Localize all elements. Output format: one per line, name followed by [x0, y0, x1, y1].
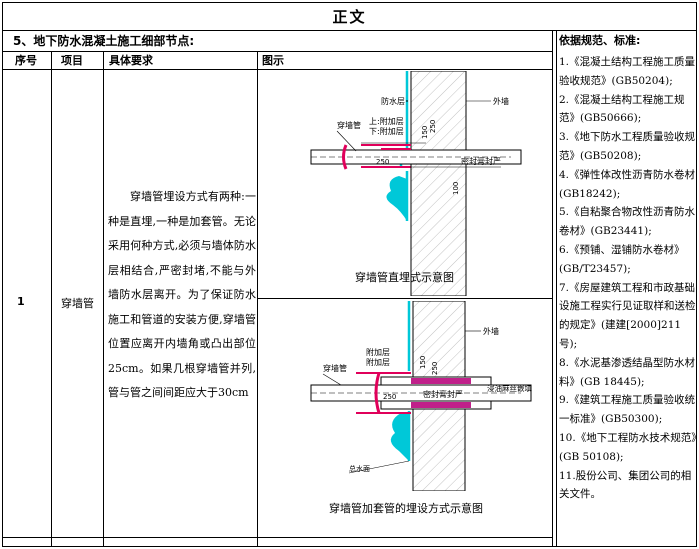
col-header-no: 序号: [15, 54, 37, 67]
divider: [51, 51, 52, 547]
standard-item: 1.《混凝土结构工程施工质量验收规范》(GB50204);: [559, 56, 696, 87]
label-pipe: 穿墙管: [323, 363, 347, 373]
requirement-text: 穿墙管埋设方式有两种:一种是直埋,一种是加套管。无论采用何种方式,必须与墙体防水…: [108, 190, 256, 399]
label-outer-wall: 外墙: [483, 326, 499, 336]
label-d250v: 250: [431, 362, 439, 375]
label-pipe: 穿墙管: [337, 120, 361, 130]
label-sealant: 密封膏封严: [461, 156, 501, 166]
standard-item: 6.《预铺、湿铺防水卷材》(GB/T23457);: [559, 243, 685, 275]
divider: [3, 69, 552, 70]
label-d250v: 250: [429, 120, 437, 133]
figure2-caption: 穿墙管加套管的埋设方式示意图: [329, 502, 483, 515]
page-title: 正文: [3, 3, 696, 31]
divider: [257, 298, 552, 299]
divider: [3, 51, 552, 52]
standard-item: 3.《地下防水工程质量验收规范》(GB50208);: [559, 131, 696, 162]
section-title: 5、地下防水混凝土施工细部节点:: [13, 34, 195, 48]
water-zone: [386, 176, 407, 221]
row-number: 1: [17, 295, 25, 308]
col-header-item: 项目: [61, 54, 83, 67]
standard-item: 2.《混凝土结构工程施工规范》(GB50666);: [559, 93, 685, 125]
label-d250: 250: [383, 393, 396, 401]
col-header-req: 具体要求: [109, 54, 153, 67]
label-d250: 250: [376, 158, 389, 166]
label-d150: 150: [421, 126, 429, 139]
label-waterproof: 防水层: [381, 96, 405, 106]
water-zone: [390, 413, 409, 461]
label-lower-add: 下:附加层: [369, 126, 404, 136]
sealant: [342, 144, 348, 170]
standard-item: 5.《自粘聚合物改性沥青防水卷材》(GB23441);: [559, 206, 696, 238]
packing-fill: [411, 402, 471, 408]
label-add1: 附加层: [366, 347, 390, 357]
direct-burial-diagram: 防水层 外墙 穿墙管 上:附加层 下:附加层 150 250 250 密封膏封严…: [310, 71, 522, 296]
label-outer-wall: 外墙: [493, 96, 509, 106]
row-item: 穿墙管: [61, 297, 94, 310]
label-fill: 浸油麻丝嵌填: [487, 383, 532, 393]
standard-item: 8.《水泥基渗透结晶型防水材料》(GB 18445);: [559, 356, 696, 388]
sealant: [374, 372, 381, 414]
label-base: 总水面: [349, 464, 370, 473]
divider: [3, 537, 552, 538]
standards-list: 1.《混凝土结构工程施工质量验收规范》(GB50204); 2.《混凝土结构工程…: [559, 53, 697, 504]
label-add2: 附加层: [366, 357, 390, 367]
label-sealant: 密封膏封严: [423, 389, 463, 399]
label-upper-add: 上:附加层: [369, 116, 404, 126]
sleeve-burial-diagram: 外墙 附加层 附加层 穿墙管 150 250 250 密封膏封严 浸油麻丝嵌填 …: [310, 301, 532, 491]
figure1-caption: 穿墙管直埋式示意图: [355, 271, 454, 284]
standards-title: 依据规范、标准:: [559, 34, 641, 47]
wall: [410, 71, 467, 296]
label-d100: 100: [452, 182, 460, 195]
standard-item: 11.股份公司、集团公司的相关文件。: [559, 469, 692, 501]
divider: [552, 31, 553, 547]
label-d150: 150: [419, 356, 427, 369]
standard-item: 7.《房屋建筑工程和市政基础设施工程实行见证取样和送检的规定》(建建[2000]…: [559, 281, 696, 350]
membrane-top: [361, 144, 411, 150]
standard-item: 4.《弹性体改性沥青防水卷材(GB18242);: [559, 168, 696, 200]
divider: [103, 51, 104, 547]
standard-item: 10.《地下工程防水技术规范》(GB 50108);: [559, 431, 697, 463]
divider: [257, 51, 258, 547]
col-header-fig: 图示: [262, 54, 284, 67]
packing-fill: [411, 378, 471, 384]
divider: [556, 31, 557, 547]
standard-item: 9.《建筑工程施工质量验收统一标准》(GB50300);: [559, 394, 696, 426]
